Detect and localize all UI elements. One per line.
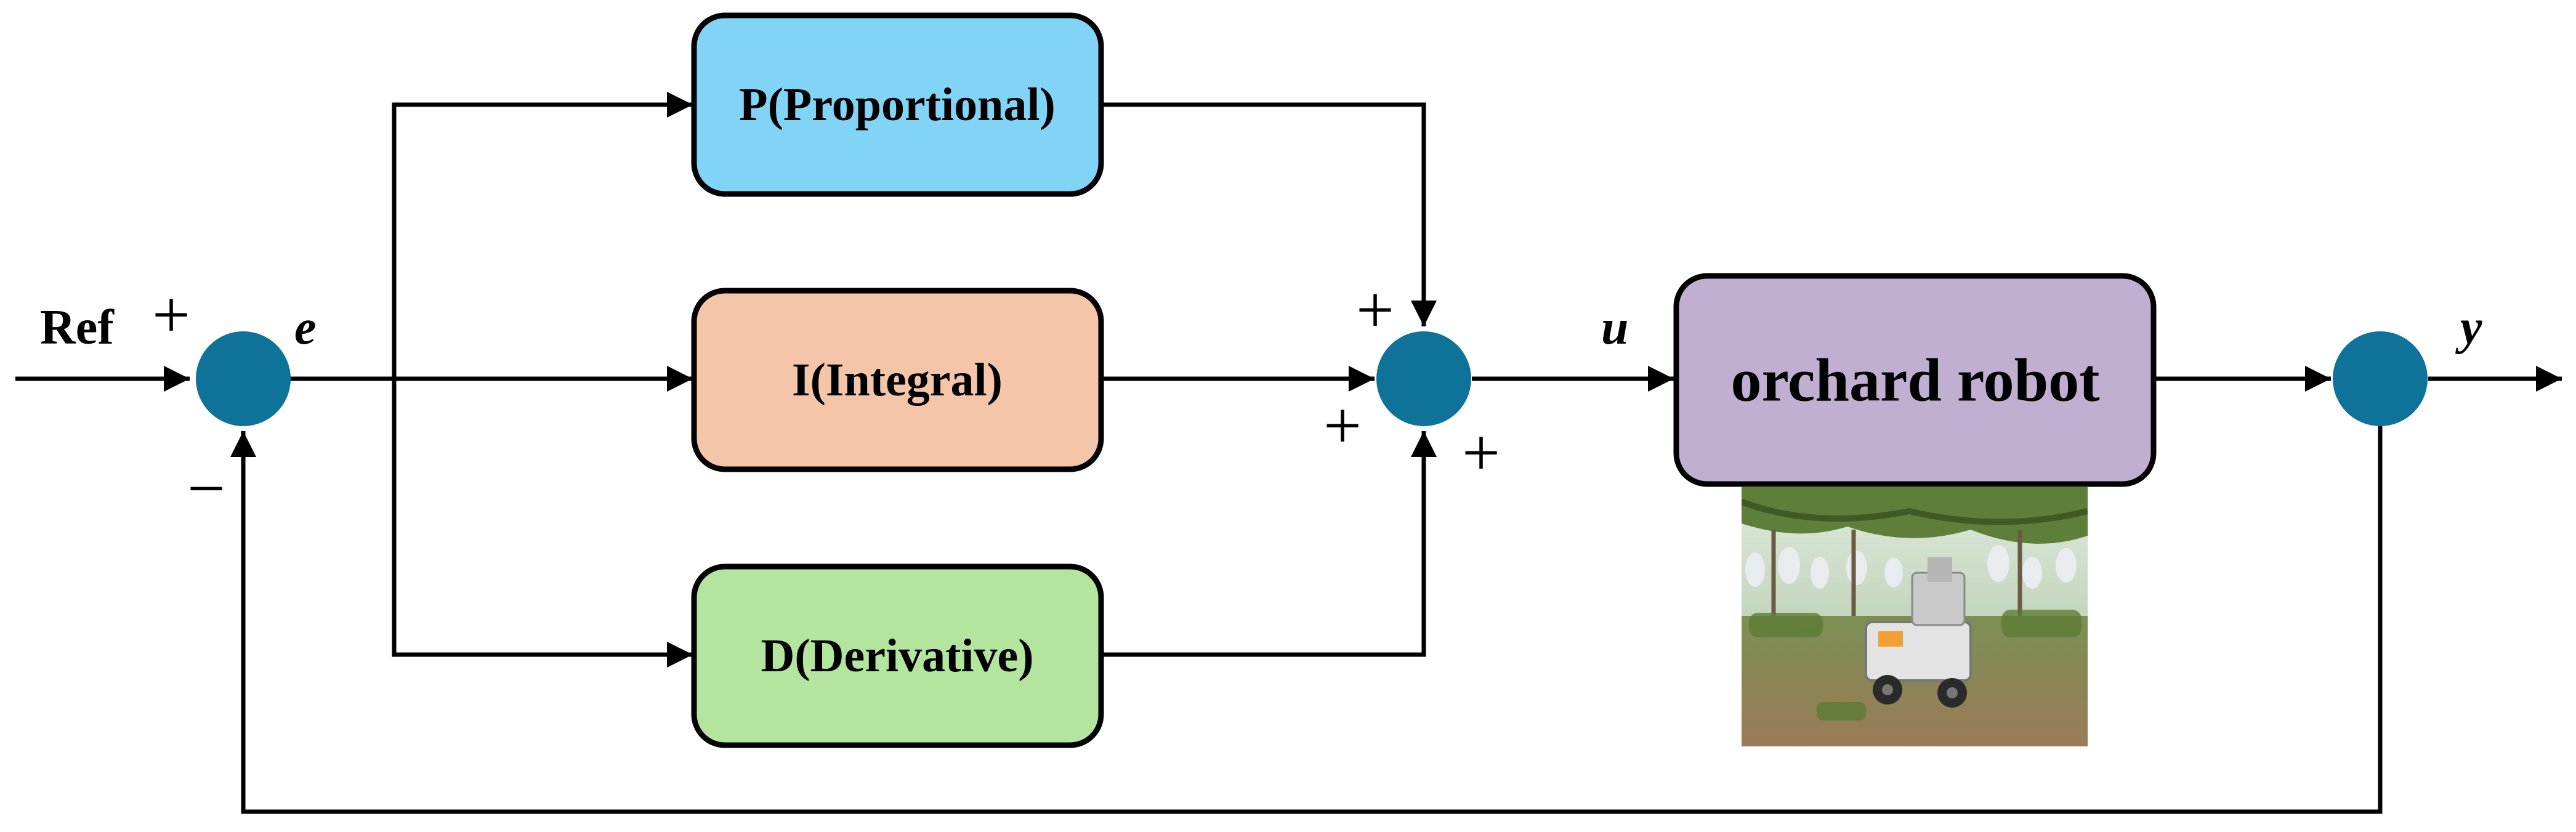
plant-block: orchard robot [1673,273,2157,487]
d-block-box [691,563,1104,748]
error-label: e [294,301,317,355]
error-to-d-arrow [392,379,693,668]
i-block-box [691,288,1104,472]
sum-bottom-plus-sign: + [1462,415,1500,490]
robot-shape [1865,557,1972,708]
d-block: D(Derivative) [691,563,1104,748]
feedback-arrow [230,425,2383,814]
output-label: y [2455,301,2482,355]
p-to-sum-arrow [1101,102,1437,326]
p-block-box [691,12,1104,197]
d-block-label: D(Derivative) [761,630,1033,682]
error-to-p-arrow [392,92,693,379]
feedback-minus-sign: − [187,451,225,526]
control-label: u [1601,301,1629,355]
output-pickoff-junction [2333,331,2428,426]
plant-block-box [1673,273,2157,487]
i-block-label: I(Integral) [792,354,1003,406]
orchard-robot-photo-icon [1742,487,2088,746]
sum-top-plus-sign: + [1356,272,1394,347]
error-summing-junction [196,331,291,426]
ref-label: Ref [40,301,115,355]
p-block: P(Proportional) [691,12,1104,197]
d-to-sum-arrow [1101,431,1437,657]
i-block: I(Integral) [691,288,1104,472]
pid-summing-junction [1376,331,1471,426]
plant-block-label: orchard robot [1730,346,2099,414]
sum-left-plus-sign: + [1323,388,1362,463]
p-block-label: P(Proportional) [739,79,1056,131]
ref-plus-sign: + [152,277,190,352]
connector-lines [15,92,2562,814]
